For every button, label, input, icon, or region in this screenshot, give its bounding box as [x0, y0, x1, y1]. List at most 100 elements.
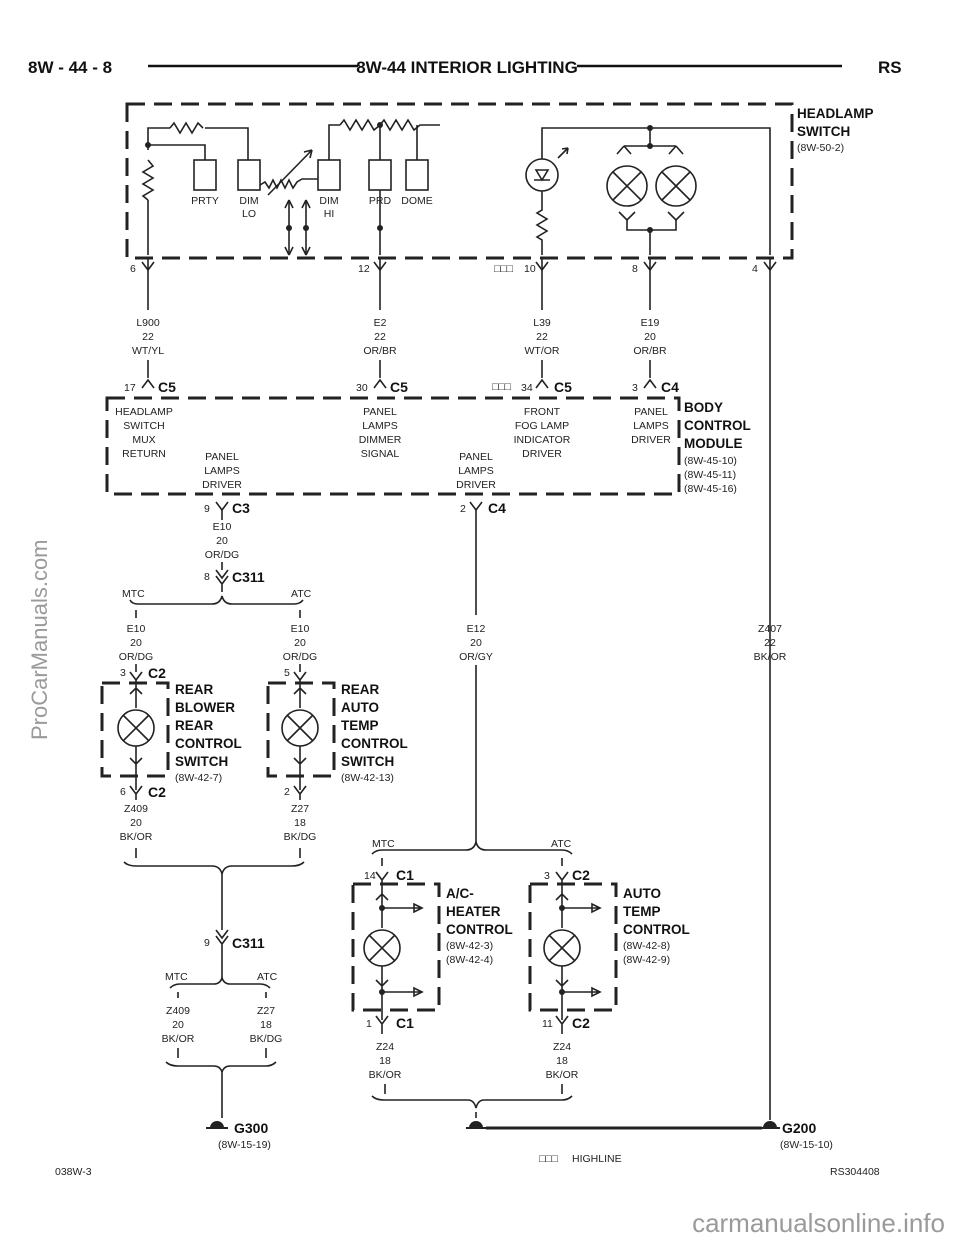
rear-blower-name-3: REAR — [175, 718, 214, 733]
svg-text:BK/OR: BK/OR — [162, 1033, 195, 1045]
svg-text:WT/YL: WT/YL — [132, 345, 164, 357]
svg-text:LAMPS: LAMPS — [633, 420, 669, 432]
bcm-func-panel-c3: PANEL LAMPS DRIVER — [202, 451, 242, 491]
svg-text:DIMMER: DIMMER — [359, 434, 402, 446]
wire-label-e10: E10 20 OR/DG — [205, 521, 239, 561]
bcm-func-panel-c4: PANEL LAMPS DRIVER — [631, 406, 671, 446]
svg-text:BK/DG: BK/DG — [250, 1033, 283, 1045]
hs-pin-4: 4 — [752, 263, 758, 275]
bcm-func-hs-mux: HEADLAMP SWITCH MUX RETURN — [115, 406, 173, 460]
wire-label-z27-b: Z27 18 BK/DG — [250, 1005, 283, 1045]
g200-bus-ground-icon — [469, 1121, 483, 1128]
wire-label-z27: Z27 18 BK/DG — [284, 803, 317, 843]
rear-auto-temp-pin-in: 5 — [284, 667, 290, 679]
ground-merge-top — [123, 848, 305, 930]
svg-text:18: 18 — [379, 1055, 391, 1067]
c311-top-split — [129, 595, 304, 605]
rear-auto-temp-lamp-x — [286, 714, 314, 742]
g200-name: G200 — [782, 1120, 816, 1136]
hs-label-dim2: DIM — [319, 195, 338, 207]
legend-symbol: □□□ — [539, 1153, 559, 1165]
svg-text:20: 20 — [294, 637, 306, 649]
hs-pin-8: 8 — [632, 263, 638, 275]
svg-text:18: 18 — [260, 1019, 272, 1031]
svg-text:Z407: Z407 — [758, 623, 782, 635]
svg-text:OR/BR: OR/BR — [363, 345, 397, 357]
bcm-conn-c5-b: C5 — [390, 379, 408, 395]
svg-text:20: 20 — [470, 637, 482, 649]
g200-ref: (8W-15-10) — [780, 1139, 833, 1151]
rear-blower-lamp-x — [122, 714, 150, 742]
rear-blower-box — [100, 681, 170, 778]
g300-ref: (8W-15-19) — [218, 1139, 271, 1151]
svg-text:LAMPS: LAMPS — [362, 420, 398, 432]
svg-text:E12: E12 — [467, 623, 486, 635]
highline-marker-bcm: □□□ — [492, 381, 512, 393]
header-page-number: 8W - 44 - 8 — [28, 58, 112, 77]
svg-text:18: 18 — [294, 817, 306, 829]
headlamp-switch-box — [125, 102, 794, 260]
g200-ground-icon — [763, 1121, 777, 1128]
c311-bot-pin-num: 9 — [204, 937, 210, 949]
wire-label-e10-atc: E10 20 OR/DG — [283, 623, 317, 663]
rear-blower-name-4: CONTROL — [175, 736, 242, 751]
svg-text:22: 22 — [142, 331, 154, 343]
bcm-func-panel-c4b: PANEL LAMPS DRIVER — [456, 451, 496, 491]
rear-blower-pin-out: 6 — [120, 786, 126, 798]
svg-text:E2: E2 — [374, 317, 387, 329]
svg-text:Z27: Z27 — [291, 803, 309, 815]
rear-blower-conn-out: C2 — [148, 784, 166, 800]
rear-auto-temp-ref: (8W-42-13) — [341, 772, 394, 784]
auto-temp-pin-in: 3 — [544, 870, 550, 882]
svg-text:BK/OR: BK/OR — [369, 1069, 402, 1081]
svg-text:E10: E10 — [127, 623, 146, 635]
svg-text:SWITCH: SWITCH — [123, 420, 164, 432]
bcm-conn-c4-a: C4 — [661, 379, 679, 395]
rear-auto-temp-name-4: CONTROL — [341, 736, 408, 751]
hs-label-lo: LO — [242, 208, 256, 220]
bcm-ref-1: (8W-45-10) — [684, 455, 737, 467]
wire-label-e2: E2 22 OR/BR — [363, 317, 397, 357]
e12-split — [371, 841, 573, 855]
wire-label-z407: Z407 22 BK/OR — [754, 623, 787, 663]
svg-text:L900: L900 — [136, 317, 160, 329]
rear-auto-temp-name-5: SWITCH — [341, 754, 394, 769]
c311-top-branches — [135, 610, 301, 618]
top-wire-pins — [141, 258, 777, 1120]
svg-text:Z409: Z409 — [124, 803, 148, 815]
auto-temp-box — [528, 882, 618, 1012]
c311-bot-mtc: MTC — [165, 971, 188, 983]
svg-text:E10: E10 — [213, 521, 232, 533]
wire-label-e10-mtc: E10 20 OR/DG — [119, 623, 153, 663]
svg-text:22: 22 — [764, 637, 776, 649]
ac-heater-name-1: A/C- — [446, 886, 474, 901]
rear-auto-temp-name-3: TEMP — [341, 718, 379, 733]
c311-top-conn: C311 — [232, 569, 265, 585]
headlamp-switch-internals — [141, 118, 771, 256]
svg-text:20: 20 — [130, 817, 142, 829]
svg-text:OR/DG: OR/DG — [205, 549, 239, 561]
svg-text:FRONT: FRONT — [524, 406, 561, 418]
ac-heater-out-pin — [375, 1015, 389, 1034]
wire-label-z409-b: Z409 20 BK/OR — [162, 1005, 195, 1045]
side-watermark: ProCarManuals.com — [27, 539, 52, 740]
c311-top-mtc: MTC — [122, 588, 145, 600]
svg-text:Z27: Z27 — [257, 1005, 275, 1017]
c311-top-pin-num: 8 — [204, 571, 210, 583]
svg-text:DRIVER: DRIVER — [522, 448, 562, 460]
hs-label-dim: DIM — [239, 195, 258, 207]
ac-heater-pin-out: 1 — [366, 1018, 372, 1030]
g300-ground-icon — [210, 1121, 224, 1128]
bcm-name-2: CONTROL — [684, 418, 751, 433]
c311-bot-conn: C311 — [232, 935, 265, 951]
bcm-func-fog: FRONT FOG LAMP INDICATOR DRIVER — [514, 406, 571, 460]
svg-text:FOG LAMP: FOG LAMP — [515, 420, 569, 432]
rear-blower-in — [129, 664, 143, 708]
svg-text:22: 22 — [374, 331, 386, 343]
auto-temp-out-pin — [555, 1015, 569, 1034]
headlamp-switch-name-2: SWITCH — [797, 124, 850, 139]
bcm-conn-c4-b: C4 — [488, 500, 506, 516]
ac-heater-in — [375, 871, 389, 928]
rear-auto-temp-out — [293, 746, 307, 800]
e12-split-atc: ATC — [551, 838, 572, 850]
